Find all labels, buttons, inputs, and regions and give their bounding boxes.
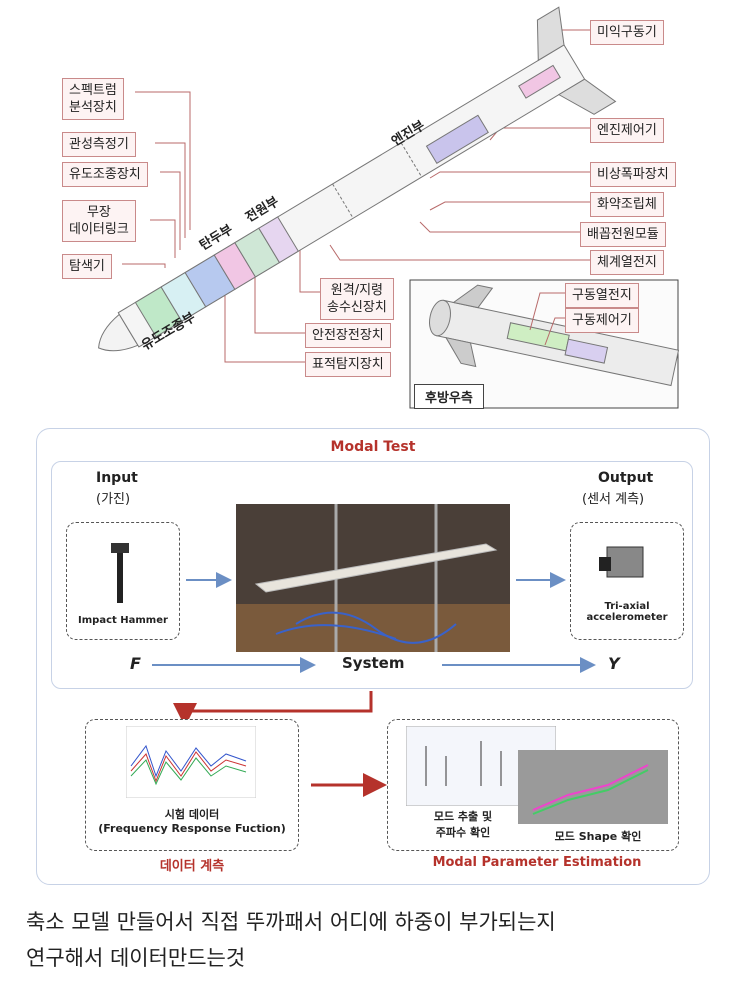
label-drive-controller: 구동제어기 <box>565 308 639 333</box>
test-data-box: 시험 데이터 (Frequency Response Fuction) <box>85 719 299 851</box>
label-target-detector: 표적탐지장치 <box>305 352 391 377</box>
frf-plot <box>126 726 256 798</box>
caption-line-2: 연구해서 데이터만드는것 <box>26 942 245 974</box>
mode-shape-label: 모드 Shape 확인 <box>528 828 668 844</box>
label-engine-controller: 엔진제어기 <box>590 118 664 143</box>
label-remote-transceiver: 원격/지령 송수신장치 <box>320 278 394 320</box>
label-seeker: 탐색기 <box>62 254 112 279</box>
modal-estimation-title: Modal Parameter Estimation <box>397 855 677 870</box>
test-data-label: 시험 데이터 (Frequency Response Fuction) <box>86 806 298 835</box>
label-thermal-battery: 체계열전지 <box>590 250 664 275</box>
label-spectrum-analyzer: 스펙트럼 분석장치 <box>62 78 124 120</box>
mode-extract-label: 모드 추출 및 주파수 확인 <box>388 808 538 840</box>
label-datalink: 무장 데이터링크 <box>62 200 136 242</box>
label-inertial-sensor: 관성측정기 <box>62 132 136 157</box>
estimation-box: 모드 추출 및 주파수 확인 모드 Shape 확인 <box>387 719 679 851</box>
label-guidance-control: 유도조종장치 <box>62 162 148 187</box>
caption-line-1: 축소 모델 만들어서 직접 뚜까패서 어디에 하중이 부가되는지 <box>26 906 556 938</box>
label-fin-actuator: 미익구동기 <box>590 20 664 45</box>
label-safety-arming: 안전장전장치 <box>305 323 391 348</box>
label-emergency-destruct: 비상폭파장치 <box>590 162 676 187</box>
modal-test-panel: Modal Test Input (가진) Output (센서 계측) Imp… <box>36 428 710 885</box>
missile-diagram: 엔진부 탄두부 전원부 유도조종부 스펙트럼 분석장치 관성측정기 유도조종장치… <box>0 0 743 420</box>
label-drive-battery: 구동열전지 <box>565 283 639 308</box>
data-measurement-title: 데이터 계측 <box>117 855 267 874</box>
label-umbilical-power: 배꼽전원모듈 <box>580 222 666 247</box>
inset-title: 후방우측 <box>414 384 484 409</box>
label-explosive-assembly: 화약조립체 <box>590 192 664 217</box>
mode-shape-plot <box>518 750 668 824</box>
